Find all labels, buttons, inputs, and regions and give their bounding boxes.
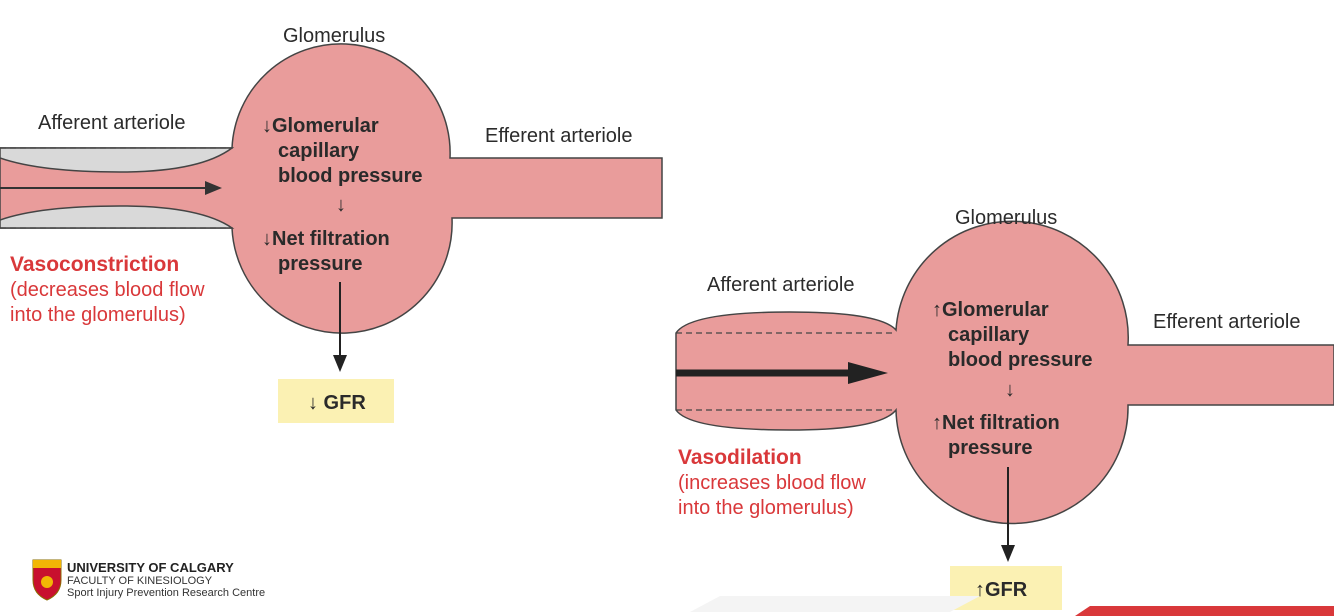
right-filtration-line-2: pressure [948,437,1033,459]
footer-logo: UNIVERSITY OF CALGARY FACULTY OF KINESIO… [32,559,265,601]
right-efferent-label: Efferent arteriole [1153,311,1301,333]
vasoconstriction-desc-1: (decreases blood flow [10,279,205,301]
left-pressure-line-3: blood pressure [278,165,422,187]
right-panel-vasodilation: Glomerulus Afferent arteriole Efferent a… [675,207,1334,610]
university-crest-icon [32,559,62,601]
left-upper-wall [0,147,235,173]
right-gfr-box [950,566,1062,610]
vasoconstriction-title: Vasoconstriction [10,253,179,276]
right-vessel [675,220,1334,525]
right-afferent-label: Afferent arteriole [707,274,855,296]
vasodilation-title: Vasodilation [678,446,802,469]
vasodilation-desc-1: (increases blood flow [678,472,866,494]
right-pressure-line-2: capillary [948,324,1030,346]
left-vessel [0,43,663,334]
left-flow-arrowhead [205,181,222,195]
vasoconstriction-desc-2: into the glomerulus) [10,304,186,326]
bottom-red-bar [1075,606,1334,616]
vasodilation-desc-2: into the glomerulus) [678,497,854,519]
left-glomerulus-label: Glomerulus [283,25,385,47]
left-gfr-label: ↓ GFR [308,392,366,414]
right-pressure-line-3: blood pressure [948,349,1092,371]
left-pressure-line-2: capillary [278,140,360,162]
left-lower-wall [0,205,235,229]
left-afferent-label: Afferent arteriole [38,112,186,134]
left-efferent-label: Efferent arteriole [485,125,633,147]
left-pressure-line-1: ↓Glomerular [262,115,379,137]
left-filtration-line-1: ↓Net filtration [262,228,390,250]
research-centre-name: Sport Injury Prevention Research Centre [67,587,265,599]
faculty-name: FACULTY OF KINESIOLOGY [67,575,213,587]
right-gfr-label: ↑GFR [975,579,1028,601]
right-flow-arrowhead [848,362,888,384]
university-name: UNIVERSITY OF CALGARY [67,560,234,575]
bottom-watermark-stripes [690,596,980,612]
right-filtration-line-1: ↑Net filtration [932,412,1060,434]
right-glomerulus-label: Glomerulus [955,207,1057,229]
left-panel-vasoconstriction: Glomerulus Afferent arteriole Efferent a… [0,25,663,423]
left-gfr-arrowhead [333,355,347,372]
right-gfr-arrowhead [1001,545,1015,562]
right-small-arrow: ↓ [1005,379,1015,401]
left-filtration-line-2: pressure [278,253,363,275]
left-gfr-box [278,379,394,423]
right-pressure-line-1: ↑Glomerular [932,299,1049,321]
left-small-arrow: ↓ [336,194,346,216]
